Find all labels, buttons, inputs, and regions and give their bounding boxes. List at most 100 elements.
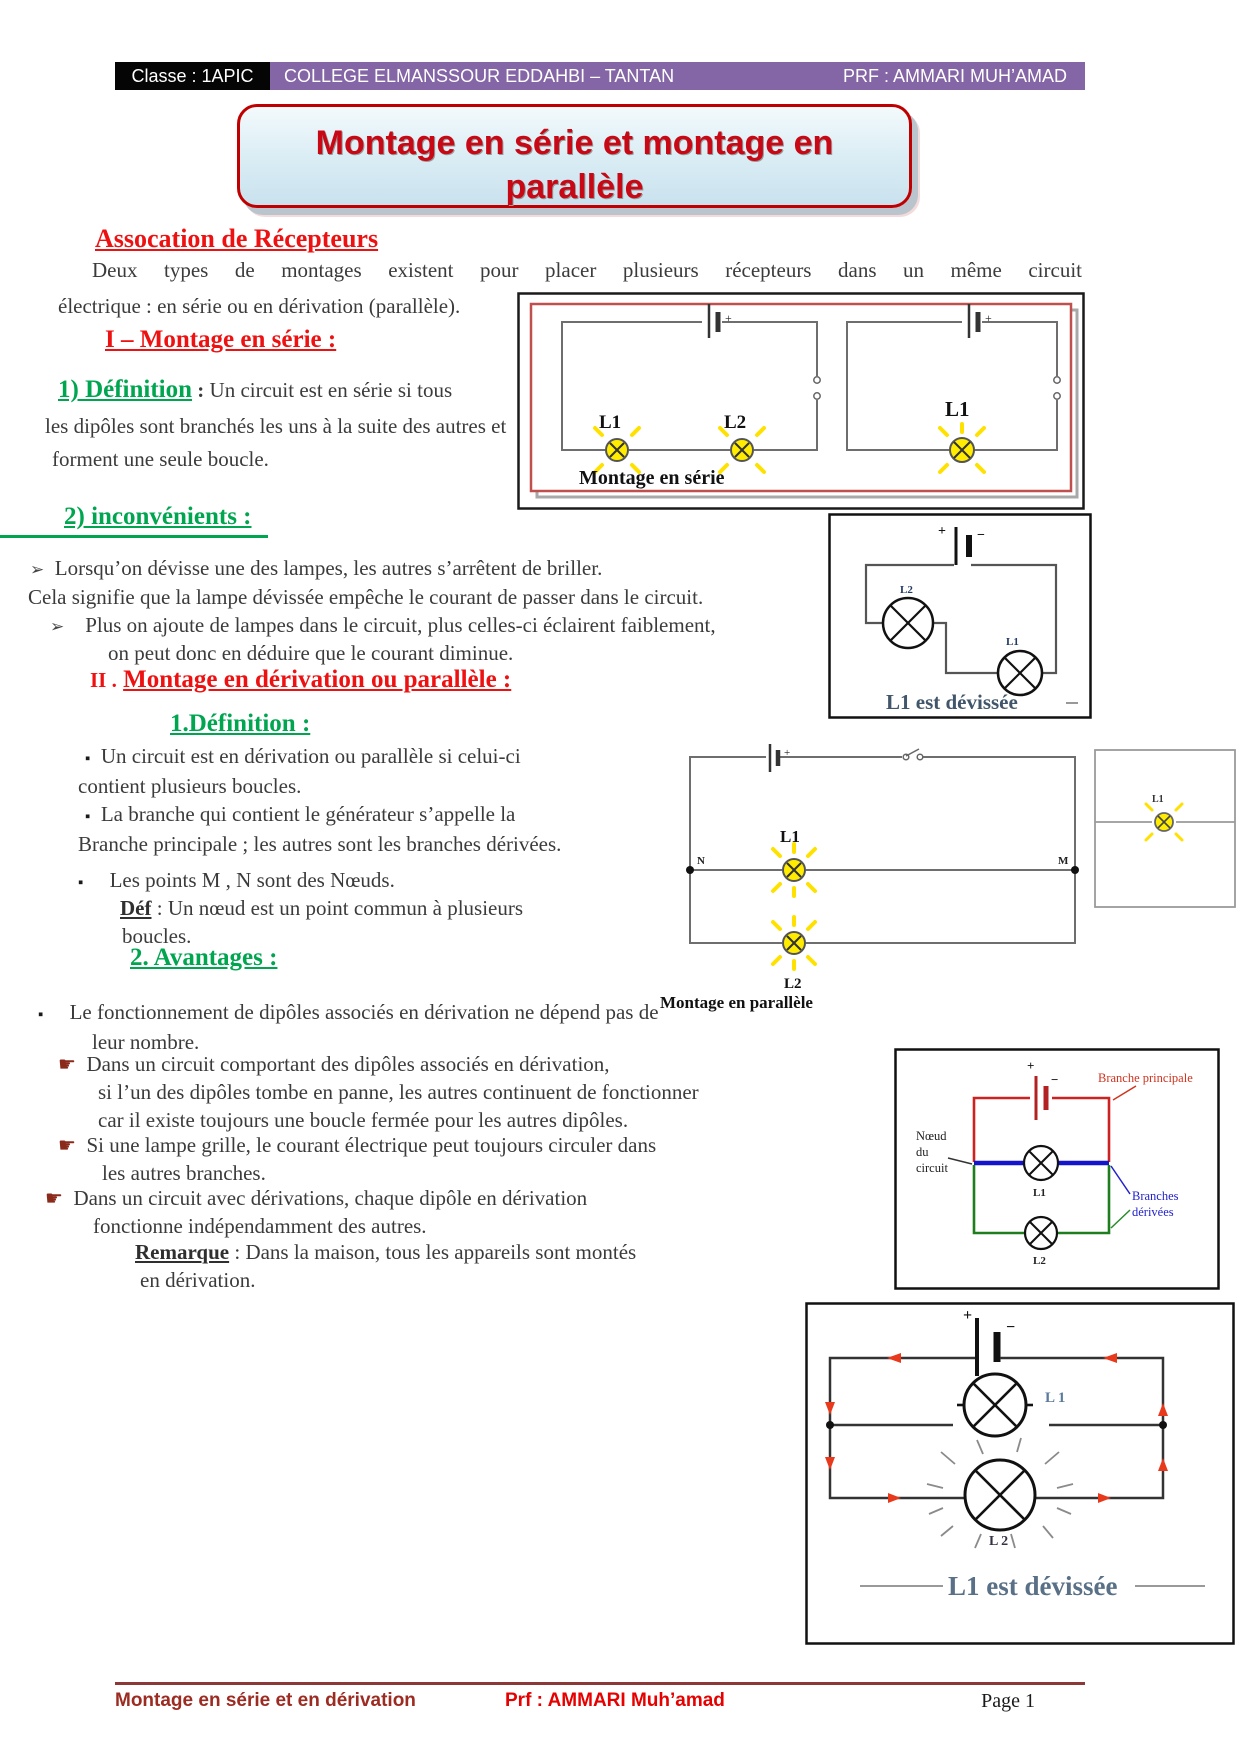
label-l2: L2 <box>784 976 802 992</box>
lamp-l1-unscrewed <box>957 1372 1033 1438</box>
caption-montage-serie: Montage en série <box>579 467 725 489</box>
school-bar: COLLEGE ELMANSSOUR EDDAHBI – TANTAN PRF … <box>270 62 1085 90</box>
lamp-l1-off <box>996 649 1044 697</box>
battery-icon: + − <box>1027 1058 1058 1120</box>
current-arrows <box>825 1353 1168 1503</box>
battery-icon: + − <box>963 1307 1015 1376</box>
node-dot-right <box>1159 1421 1167 1429</box>
avantage-2b: si l’un des dipôles tombe en panne, les … <box>98 1080 699 1104</box>
parallel-circuit-wires <box>689 756 1076 944</box>
leader-derivees-green <box>1110 1209 1131 1229</box>
footer: Montage en série et en dérivation Prf : … <box>115 1690 1085 1713</box>
battery-icon: + − <box>938 524 985 565</box>
label-node-n: N <box>697 855 705 867</box>
avantage-2c: car il existe toujours une boucle fermée… <box>98 1108 629 1132</box>
remarque-text: : Dans la maison, tous les appareils son… <box>229 1240 637 1264</box>
def-noeud-text: : Un nœud est un point commun à plusieur… <box>151 896 524 920</box>
lamp-l1-off <box>1022 1144 1060 1182</box>
label-l2: L 2 <box>989 1534 1008 1549</box>
heading-assocation: Assocation de Récepteurs <box>95 224 379 253</box>
heading-avantages: 2. Avantages : <box>130 944 278 971</box>
footer-teacher: Prf : AMMARI Muh’amad <box>505 1690 725 1711</box>
label-noeud-2: du <box>916 1145 929 1159</box>
avantage-1b: leur nombre. <box>92 1030 200 1054</box>
title-box: Montage en série et montage en parallèle <box>237 104 912 208</box>
svg-text:+: + <box>963 1307 972 1324</box>
square-bullet-icon: ▪ <box>85 809 91 825</box>
node-m-dot <box>1071 866 1079 874</box>
switch-icon <box>813 376 821 400</box>
heading-inconvenients-rule: 2) inconvénients : <box>0 503 268 538</box>
label-l1b: L1 <box>945 397 970 421</box>
header-bar: Classe : 1APIC COLLEGE ELMANSSOUR EDDAHB… <box>115 62 1085 90</box>
lamp-l2-glowing <box>771 915 817 971</box>
def-label: Déf <box>120 896 152 920</box>
definition-line3: forment une seule boucle. <box>52 447 269 471</box>
parallel-def-1a: Un circuit est en dérivation ou parallèl… <box>100 744 521 768</box>
caption-montage-parallele: Montage en parallèle <box>660 993 813 1012</box>
svg-text:+: + <box>784 747 790 759</box>
label-branches-derivees-1: Branches <box>1132 1189 1179 1203</box>
node-n-dot <box>686 866 694 874</box>
lamp-small-glowing <box>1144 802 1184 842</box>
square-bullet-icon: ▪ <box>78 875 84 891</box>
label-node-m: M <box>1058 855 1069 867</box>
avantage-3b: les autres branches. <box>102 1161 266 1185</box>
heading-inconvenients: 2) inconvénients : <box>64 503 252 530</box>
label-l1: L1 <box>1033 1187 1046 1199</box>
series-circuit-two-lamps <box>561 321 818 451</box>
school-name: COLLEGE ELMANSSOUR EDDAHBI – TANTAN <box>284 65 675 86</box>
label-l2: L2 <box>724 412 746 433</box>
svg-text:+: + <box>938 524 946 539</box>
parallel-def-3: Les points M , N sont des Nœuds. <box>109 868 395 892</box>
label-l2: L2 <box>1033 1255 1046 1267</box>
svg-text:+: + <box>1027 1058 1034 1073</box>
diagram-branches: + − L1 L2 Nœud du circuit Branche princi… <box>894 1048 1220 1290</box>
lamp-l1-glowing <box>771 842 817 898</box>
square-bullet-icon: ▪ <box>38 1007 44 1023</box>
branche-principale-wire <box>972 1096 1111 1162</box>
remarque-label: Remarque <box>135 1240 230 1264</box>
lamp-l2-glowing <box>718 426 766 474</box>
page-title-line1: Montage en série et montage en <box>315 124 834 162</box>
arrow-bullet-icon: ➢ <box>30 560 45 579</box>
footer-doc-title: Montage en série et en dérivation <box>115 1690 416 1711</box>
red-frame <box>529 302 1073 493</box>
footer-rule <box>115 1682 1085 1685</box>
inconvenient-1b: Cela signifie que la lampe dévissée empê… <box>28 585 704 609</box>
label-l1-small: L1 <box>1152 794 1164 805</box>
avantage-1a: Le fonctionnement de dipôles associés en… <box>69 1000 659 1024</box>
heading-serie: I – Montage en série : <box>105 326 337 353</box>
lamp-l1-glowing <box>593 426 641 474</box>
svg-text:−: − <box>977 528 985 543</box>
leader-principale <box>1112 1085 1137 1101</box>
class-label: Classe : 1APIC <box>115 62 270 90</box>
heading-derivation-num: II . <box>90 668 117 692</box>
circuit-wires <box>864 563 1058 675</box>
inconvenient-1: Lorsqu’on dévisse une des lampes, les au… <box>54 556 603 580</box>
parallel-def-2a: La branche qui contient le générateur s’… <box>100 802 516 826</box>
page-title-line2: parallèle <box>505 168 644 206</box>
label-branche-principale: Branche principale <box>1098 1071 1193 1085</box>
heading-derivation: Montage en dérivation ou parallèle : <box>123 666 512 693</box>
lamp-l2-glowing-gray <box>926 1437 1074 1549</box>
lamp-l2-off <box>1023 1215 1059 1251</box>
label-branches-derivees-2: dérivées <box>1132 1205 1174 1219</box>
lamp-l2-off <box>881 596 935 650</box>
battery-icon: + <box>707 304 732 338</box>
label-l2: L2 <box>900 584 913 596</box>
label-l1: L 1 <box>1045 1390 1065 1406</box>
avantage-4b: fonctionne indépendamment des autres. <box>93 1214 427 1238</box>
svg-text:+: + <box>725 311 732 325</box>
node-dot-left <box>826 1421 834 1429</box>
svg-text:−: − <box>1006 1319 1015 1336</box>
diagram-l1-devissee-parallele: + − L 1 <box>805 1302 1235 1645</box>
caption-l1-devissee: L1 est dévissée <box>886 690 1018 714</box>
remarque-text2: en dérivation. <box>140 1268 256 1292</box>
battery-icon: + <box>768 744 790 772</box>
square-bullet-icon: ▪ <box>85 751 91 767</box>
leader-noeud <box>947 1157 973 1165</box>
switch-icon <box>1053 376 1061 400</box>
series-circuit-one-lamp <box>846 321 1058 451</box>
